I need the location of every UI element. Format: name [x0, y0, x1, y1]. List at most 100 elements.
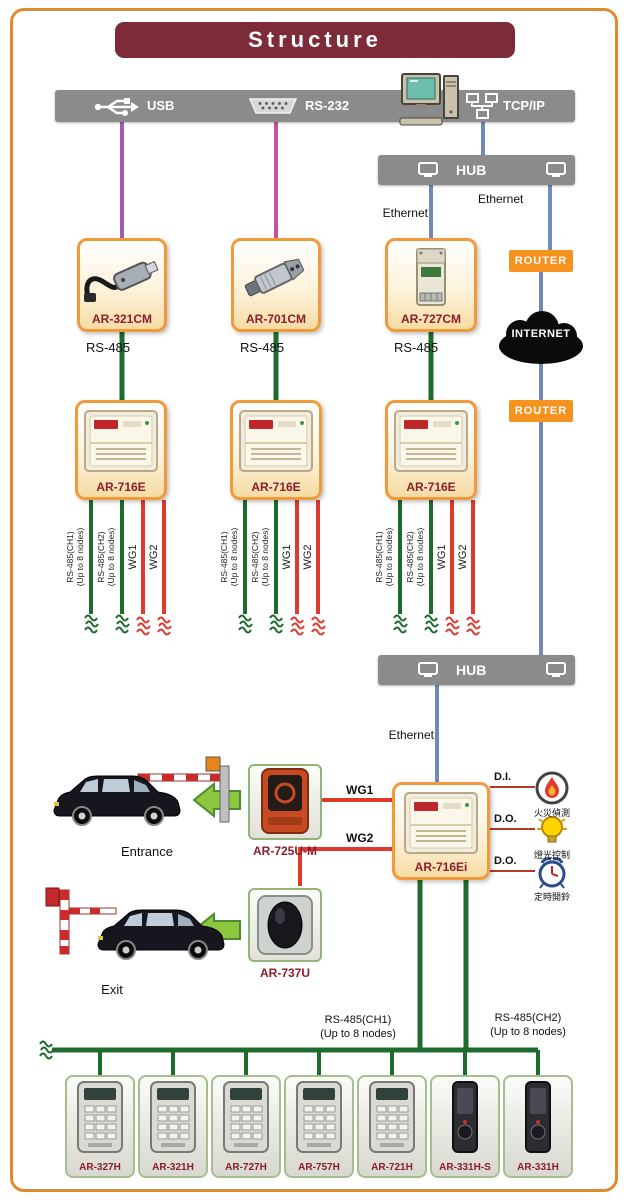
controller-box-2: AR-716E [230, 400, 322, 500]
device-box-ar331hs: AR-331H-S [430, 1075, 500, 1178]
internet-label: INTERNET [511, 328, 571, 340]
tcpip-converter-image [416, 248, 446, 306]
keypad-reader-image [296, 1081, 342, 1153]
device-name: AR-721H [371, 1162, 413, 1173]
device-name: AR-331H [517, 1162, 559, 1173]
io-port-label-2: D.O. [494, 813, 517, 825]
bus-ch2-label: RS-485(CH2)(Up to 8 nodes) [490, 1012, 566, 1038]
hub-label: HUB [456, 662, 487, 678]
serial-converter-image [244, 258, 305, 297]
proximity-reader-image [261, 768, 309, 834]
timer-icon [538, 857, 566, 889]
slim-reader-image [525, 1081, 551, 1153]
router-top: ROUTER [509, 250, 573, 272]
fanout1-wg1-label: WG1 [127, 544, 139, 570]
exit-illustration [45, 887, 225, 960]
device-name: AR-321H [152, 1162, 194, 1173]
bus-continuation-mark [39, 1040, 54, 1060]
vehicle-reader-image [257, 895, 313, 955]
hub-port-icon [418, 162, 438, 178]
io-caption-3: 定時開鈴 [533, 892, 570, 902]
controller3-fanout [393, 500, 481, 636]
device-name: AR-331H-S [439, 1162, 491, 1173]
entrance-label: Entrance [120, 844, 174, 859]
device-name: AR-757H [298, 1162, 340, 1173]
controller2-fanout [238, 500, 326, 636]
device-name: AR-727CM [400, 312, 461, 326]
reader-box-entrance [248, 764, 322, 840]
interface-bar: USB RS-232 TCP/IP [55, 90, 575, 122]
diagram-title: Structure [115, 22, 515, 58]
ethernet-label-2: Ethernet [478, 192, 524, 206]
hub-port-icon [546, 162, 566, 178]
hub-bar-bottom: HUB [378, 655, 575, 685]
keypad-reader-image [150, 1081, 196, 1153]
ethernet-label-3: Ethernet [388, 728, 434, 742]
bottom-bus-drops [98, 1050, 540, 1078]
device-name: AR-716E [406, 480, 456, 494]
device-name: AR-327H [79, 1162, 121, 1173]
reader-name-entrance: AR-725U-M [252, 844, 317, 858]
wg2-line [298, 847, 392, 886]
entrance-illustration [53, 756, 230, 826]
usb-converter-image [84, 260, 159, 302]
converter-box-ar701cm: AR-701CM [231, 238, 321, 332]
device-box-ar327h: AR-327H [65, 1075, 135, 1178]
device-box-ar321h: AR-321H [138, 1075, 208, 1178]
controller-image [404, 792, 478, 854]
rs485-label-3: RS-485 [394, 340, 439, 355]
main-controller-box: AR-716Ei [392, 782, 490, 880]
io-caption-2: 燈光控制 [533, 850, 570, 860]
rs485-label-2: RS-485 [240, 340, 285, 355]
io-port-label-1: D.I. [494, 771, 512, 783]
keypad-reader-image [77, 1081, 123, 1153]
fanout2-wg1-label: WG1 [281, 544, 293, 570]
rs485-label-1: RS-485 [86, 340, 131, 355]
router-bottom: ROUTER [509, 400, 573, 422]
device-box-ar757h: AR-757H [284, 1075, 354, 1178]
entrance-arrow [192, 781, 241, 819]
fanout1-wg2-label: WG2 [148, 544, 160, 570]
hub-bar-top: HUB [378, 155, 575, 185]
light-icon [537, 816, 567, 843]
border-frame [10, 8, 618, 1192]
fanout1-ch2-label: RS-485(CH2)(Up to 8 nodes) [96, 527, 117, 587]
bus-ch1-label: RS-485(CH1)(Up to 8 nodes) [320, 1014, 396, 1040]
fanout2-wg2-label: WG2 [302, 544, 314, 570]
usb-icon [94, 98, 139, 116]
controller-box-3: AR-716E [385, 400, 477, 500]
device-box-ar727h: AR-727H [211, 1075, 281, 1178]
device-box-ar331h: AR-331H [503, 1075, 573, 1178]
controller-image [84, 410, 158, 472]
fire-icon [535, 771, 569, 805]
fanout1-ch1-label: RS-485(CH1)(Up to 8 nodes) [65, 527, 86, 587]
io-caption-1: 火災偵測 [533, 808, 570, 818]
converter-box-ar727cm: AR-727CM [385, 238, 477, 332]
fanout2-ch2-label: RS-485(CH2)(Up to 8 nodes) [250, 527, 271, 587]
tcpip-label: TCP/IP [503, 98, 545, 113]
keypad-reader-image [223, 1081, 269, 1153]
network-icon [466, 93, 498, 119]
io-port-label-3: D.O. [494, 855, 517, 867]
reader-box-exit [248, 888, 322, 962]
keypad-reader-image [369, 1081, 415, 1153]
device-name: AR-701CM [245, 312, 306, 326]
fanout3-ch1-label: RS-485(CH1)(Up to 8 nodes) [374, 527, 395, 587]
wg1-label: WG1 [346, 783, 374, 797]
reader-name-exit: AR-737U [259, 966, 310, 980]
fanout3-wg2-label: WG2 [457, 544, 469, 570]
ethernet-label-1: Ethernet [382, 206, 428, 220]
rs232-label: RS-232 [305, 98, 350, 113]
fanout3-ch2-label: RS-485(CH2)(Up to 8 nodes) [405, 527, 426, 587]
device-name: AR-321CM [91, 312, 152, 326]
device-name: AR-716Ei [414, 860, 468, 874]
computer-icon [399, 73, 459, 126]
hub-label: HUB [456, 162, 487, 178]
exit-label: Exit [101, 982, 123, 997]
hub-port-icon [418, 662, 438, 678]
rs232-icon [248, 98, 298, 114]
wg2-label: WG2 [346, 831, 374, 845]
usb-label: USB [147, 98, 175, 113]
